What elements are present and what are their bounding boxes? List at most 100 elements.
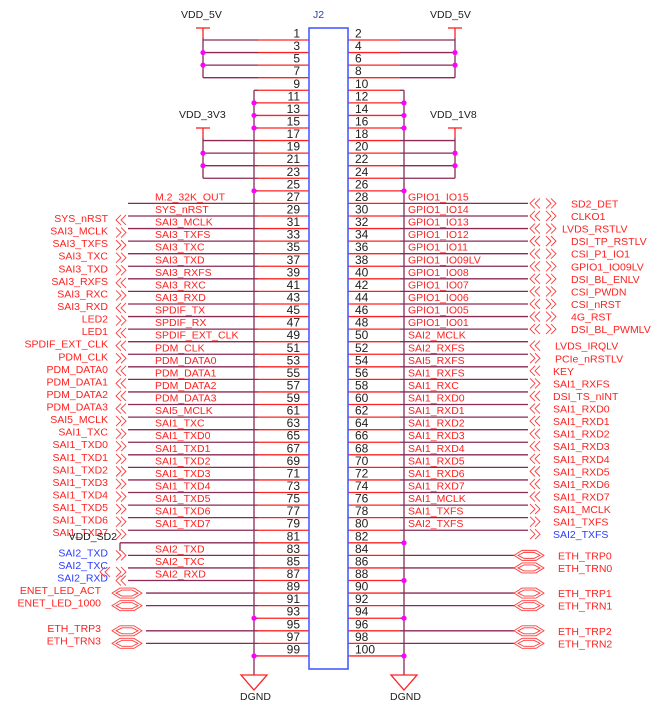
junction-dot: [401, 125, 407, 131]
chevron-connector: [115, 491, 127, 502]
off-page-label: SAI3_TXFS: [53, 238, 108, 250]
pin-number: 57: [287, 378, 301, 392]
chevron-connector: [529, 466, 541, 477]
net-label: SAI3_TXD: [155, 254, 205, 266]
hexagon-inner-glyph: [516, 639, 542, 647]
pin-number: 79: [287, 517, 301, 531]
chevron-connector: [545, 323, 557, 335]
pin-number: 44: [355, 290, 369, 304]
chevron-connector: [545, 273, 557, 285]
pin-number: 9: [293, 77, 300, 91]
chevron-connector: [529, 286, 541, 297]
chevron-glyph: [534, 403, 541, 414]
chevron-connector: [115, 302, 127, 314]
chevron-connector: [529, 491, 541, 502]
chevron-glyph: [534, 340, 541, 351]
pin-number: 22: [355, 152, 369, 166]
pin-number: 77: [287, 504, 301, 518]
off-page-label: SAI3_TXD: [58, 263, 108, 275]
net-label: SAI1_RXD4: [408, 443, 465, 455]
pin-number: 100: [355, 642, 375, 656]
pin-stubs-layer: [258, 39, 400, 657]
chevron-glyph: [120, 239, 127, 251]
pin-number: 90: [355, 580, 369, 594]
junction-dot: [401, 112, 407, 119]
pin-number: 62: [355, 404, 369, 418]
chevron-glyph: [529, 223, 536, 234]
net-label: SAI1_TXC: [155, 418, 205, 430]
off-page-label: LED1: [82, 326, 108, 338]
chevron-connector: [545, 298, 557, 310]
chevron-connector: [115, 466, 127, 477]
off-page-label: SAI1_RXD5: [553, 466, 610, 478]
chevron-connector: [115, 352, 127, 364]
chevron-glyph: [529, 273, 536, 285]
chevron-glyph: [120, 415, 127, 427]
pin-number: 93: [287, 605, 301, 619]
chevron-glyph: [120, 252, 127, 264]
chevron-glyph: [120, 264, 127, 276]
net-label: SAI1_RXC: [408, 380, 459, 392]
pin-number: 37: [287, 253, 301, 267]
off-page-label: SAI1_TXD2: [53, 464, 109, 476]
chevron-glyph: [529, 466, 536, 477]
chevron-connector: [529, 453, 541, 465]
chevron-connector: [115, 239, 127, 251]
pin-number: 46: [355, 303, 369, 317]
chevron-glyph: [534, 478, 541, 490]
pin-number: 12: [355, 89, 369, 103]
chevron-connector: [115, 503, 127, 515]
chevron-glyph: [529, 323, 536, 335]
pin-number: 58: [355, 378, 369, 392]
chevron-glyph: [545, 248, 552, 260]
off-page-label: SAI3_TXC: [58, 251, 108, 263]
chevron-glyph: [120, 528, 127, 540]
chevron-glyph: [534, 390, 541, 402]
chevron-glyph: [115, 390, 122, 402]
off-page-label: KEY: [553, 366, 574, 378]
chevron-glyph: [115, 503, 122, 515]
chevron-glyph: [529, 311, 536, 322]
off-page-label: SAI1_RXD4: [553, 454, 610, 466]
pin-number: 45: [287, 303, 301, 317]
pin-number: 38: [355, 253, 369, 267]
chevron-glyph: [545, 210, 552, 222]
net-label: GPIO1_IO14: [408, 204, 469, 216]
pin-number: 18: [355, 127, 369, 141]
pin-number: 56: [355, 366, 369, 380]
net-label: M.2_32K_OUT: [155, 191, 226, 203]
pin-number: 67: [287, 441, 301, 455]
chevron-glyph: [534, 273, 541, 285]
net-label: SAI2_TXD: [155, 543, 205, 555]
off-page-label: SAI1_TXD5: [53, 502, 109, 514]
pin-number: 41: [287, 278, 301, 292]
pin-number: 42: [355, 278, 369, 292]
chevron-glyph: [115, 290, 122, 301]
off-page-label: SAI1_RXD3: [553, 441, 610, 453]
chevron-glyph: [534, 365, 541, 377]
chevron-glyph: [120, 428, 127, 439]
chevron-connector: [529, 403, 541, 414]
chevron-connector: [529, 378, 541, 389]
net-label: PDM_CLK: [155, 342, 205, 354]
chevron-glyph: [120, 290, 127, 301]
off-page-connectors-layer: [99, 198, 557, 649]
hexagon-inner-glyph: [516, 551, 542, 559]
net-label: SAI5_MCLK: [155, 405, 213, 417]
connector-body[interactable]: [308, 27, 349, 670]
off-page-label: SAI5_MCLK: [50, 414, 108, 426]
power-label-vdd-5v-right: VDD_5V: [430, 9, 471, 21]
chevron-connector: [529, 365, 541, 377]
pin-number: 10: [355, 77, 369, 91]
pin-number: 81: [287, 529, 301, 543]
pin-number: 60: [355, 391, 369, 405]
net-label: SAI3_RXD: [155, 292, 206, 304]
hexagon-glyph: [513, 637, 545, 649]
pin-number: 15: [287, 114, 301, 128]
pin-number: 30: [355, 202, 369, 216]
chevron-connector: [529, 352, 541, 364]
hexagon-glyph: [111, 600, 143, 612]
junction-dot: [200, 163, 206, 169]
off-page-label: SAI1_RXD7: [553, 492, 610, 504]
